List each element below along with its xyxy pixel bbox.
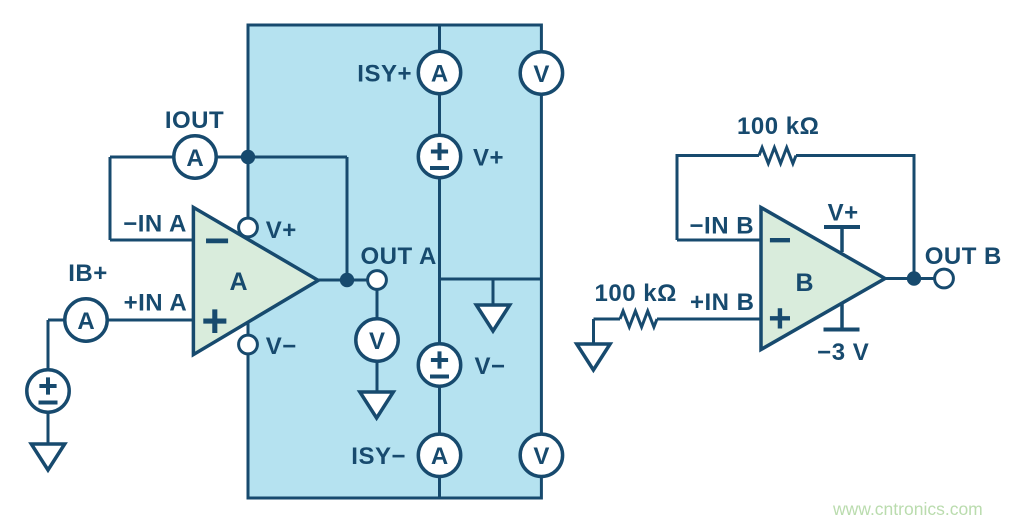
vplus-source bbox=[416, 133, 463, 180]
opamp-b-inverting-marker: − bbox=[768, 219, 791, 263]
feedback-wires-b bbox=[675, 154, 916, 279]
opamp-b-triangle bbox=[759, 204, 889, 353]
output-pin bbox=[366, 269, 388, 291]
vminus-rail-voltmeter bbox=[518, 432, 565, 479]
vminus-source bbox=[416, 341, 463, 389]
isyp-ammeter-letter: A bbox=[431, 60, 448, 87]
isyp-ammeter bbox=[416, 49, 463, 96]
vplus-rail-voltmeter-letter: V bbox=[533, 61, 549, 88]
feedback-resistor bbox=[757, 146, 798, 165]
opamp-a-triangle bbox=[191, 204, 322, 358]
vplus-b-label: V+ bbox=[828, 200, 859, 227]
iout-ammeter bbox=[172, 134, 218, 180]
vminus-pin bbox=[237, 333, 259, 356]
vplus-rail-voltmeter bbox=[518, 50, 565, 96]
opamp-a-label: A bbox=[229, 268, 247, 296]
opamp-b-label: B bbox=[795, 269, 813, 297]
watermark: www.cntronics.com bbox=[832, 499, 983, 519]
vplus-pin bbox=[237, 216, 259, 239]
output-junction-dot-b bbox=[906, 271, 922, 286]
ib-source bbox=[24, 367, 72, 415]
isy-minus-label: ISY− bbox=[351, 443, 406, 470]
outa-voltmeter-letter: V bbox=[369, 328, 385, 355]
pos-input-wires-a bbox=[46, 318, 194, 444]
vminus-b-label: −3 V bbox=[817, 339, 869, 366]
circuit-a: − + A A A V A A V V IOUT bbox=[24, 23, 565, 500]
dut-box bbox=[246, 23, 543, 500]
out-b-label: OUT B bbox=[925, 243, 1002, 270]
isym-ammeter bbox=[416, 432, 463, 479]
output-pin-b bbox=[933, 267, 955, 290]
vplus-supply-label: V+ bbox=[473, 144, 504, 171]
ib-ammeter-letter: A bbox=[77, 308, 94, 335]
vplus-pin-label: V+ bbox=[266, 217, 297, 244]
ib-label: IB+ bbox=[68, 260, 108, 287]
opamp-a-inverting-marker: − bbox=[204, 217, 230, 266]
feedback-resistor-label: 100 kΩ bbox=[737, 113, 819, 140]
isy-plus-label: ISY+ bbox=[357, 60, 412, 87]
feedback-junction-dot bbox=[240, 149, 256, 165]
isym-ammeter-letter: A bbox=[431, 443, 448, 470]
iout-ammeter-letter: A bbox=[186, 145, 203, 172]
input-resistor bbox=[618, 309, 659, 329]
outa-voltmeter bbox=[354, 317, 400, 363]
neg-input-b-label: −IN B bbox=[690, 213, 755, 240]
vminus-pin-label: V− bbox=[266, 333, 297, 360]
pos-input-a-label: +IN A bbox=[124, 290, 188, 317]
pos-input-b-label: +IN B bbox=[690, 289, 755, 316]
iout-label: IOUT bbox=[165, 107, 224, 134]
output-junction-dot bbox=[339, 272, 355, 288]
ib-ground-icon bbox=[29, 442, 67, 472]
ib-ammeter bbox=[63, 297, 109, 343]
circuit-b: − + B 100 kΩ 100 kΩ −IN B +IN B V+ −3 V … bbox=[574, 113, 1002, 372]
pos-input-wires-b bbox=[592, 317, 761, 344]
out-a-label: OUT A bbox=[361, 243, 437, 270]
input-resistor-label: 100 kΩ bbox=[595, 280, 677, 307]
opamp-b-noninverting-marker: + bbox=[768, 297, 791, 341]
vminus-rail-voltmeter-letter: V bbox=[533, 443, 549, 470]
neg-input-a-label: −IN A bbox=[123, 211, 187, 238]
feedback-wires-a bbox=[108, 155, 379, 392]
vminus-supply-label: V− bbox=[475, 353, 506, 380]
opamp-a-noninverting-marker: + bbox=[201, 294, 228, 346]
input-ground-icon bbox=[574, 342, 612, 372]
